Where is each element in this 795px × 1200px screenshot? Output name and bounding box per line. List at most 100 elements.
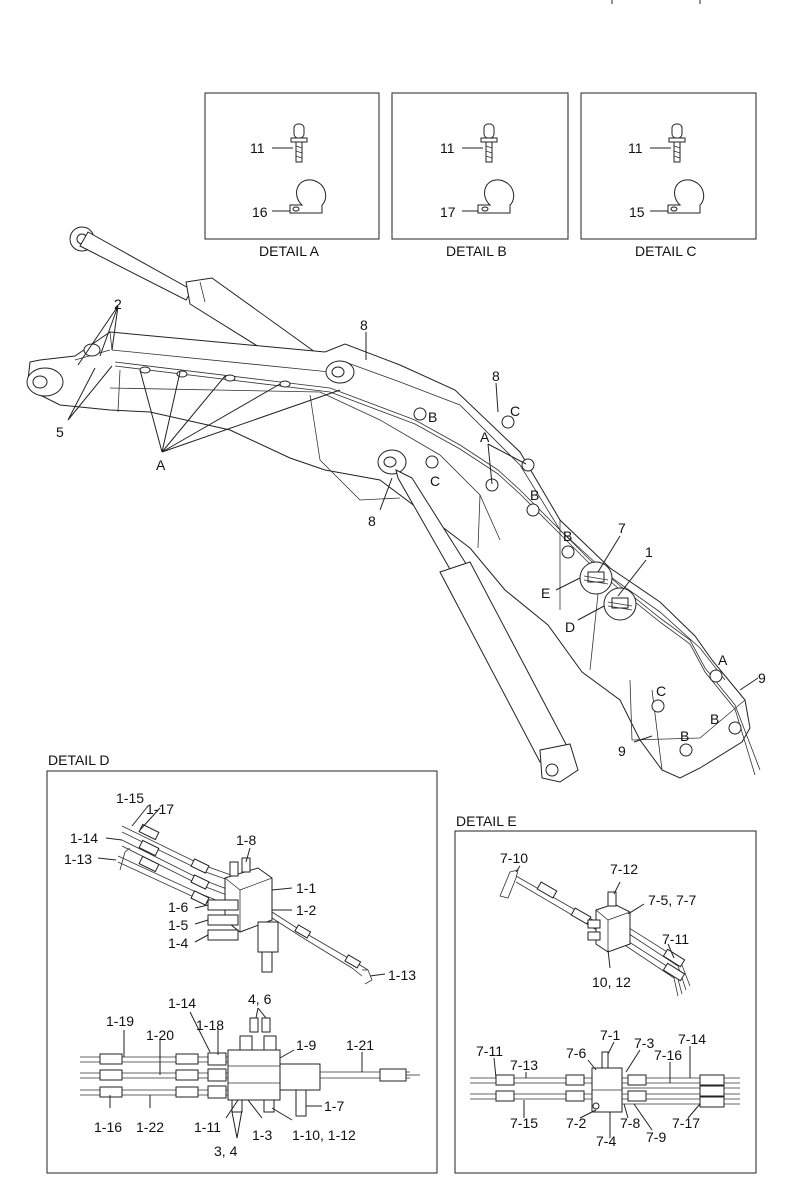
detail-c: 11 15 DETAIL C (580, 92, 757, 259)
detail-e-label-7-10: 7-10 (500, 850, 528, 866)
boom-body (27, 331, 751, 779)
detail-e-label-7-5-7-7: 7-5, 7-7 (648, 892, 696, 908)
detail-d-label-1-19: 1-19 (106, 1013, 134, 1029)
detail-a-bolt-label: 11 (250, 140, 265, 156)
detail-e-label-7-12: 7-12 (610, 861, 638, 877)
detail-d: DETAIL D (46, 752, 438, 1174)
detail-e-label-7-4: 7-4 (596, 1133, 616, 1149)
callout-a-3: A (718, 652, 728, 668)
detail-d-label-1-8: 1-8 (236, 832, 256, 848)
detail-d-label-1-3: 1-3 (252, 1127, 272, 1143)
detail-e-label-10-12: 10, 12 (592, 974, 631, 990)
callout-d: D (565, 619, 575, 635)
detail-c-bolt-label: 11 (628, 140, 643, 156)
detail-d-label-1-18: 1-18 (196, 1017, 224, 1033)
detail-d-label-1-21: 1-21 (346, 1037, 374, 1053)
detail-c-frame (580, 92, 757, 240)
detail-d-label-1-22: 1-22 (136, 1119, 164, 1135)
callout-c-3: C (656, 683, 666, 699)
hose-clips (139, 366, 742, 757)
detail-e-label-7-11-b: 7-11 (476, 1043, 503, 1059)
detail-b-bolt-label: 11 (440, 140, 455, 156)
detail-d-label-1-14: 1-14 (70, 830, 98, 846)
detail-d-caption: DETAIL D (48, 752, 109, 768)
detail-e-label-7-2: 7-2 (566, 1115, 586, 1131)
clamp-icon (667, 179, 705, 214)
detail-d-label-1-6: 1-6 (168, 899, 188, 915)
callout-8-top: 8 (360, 317, 368, 333)
detail-e-lower-view (470, 1041, 740, 1138)
detail-d-label-1-13: 1-13 (64, 851, 92, 867)
callout-b-5: B (680, 728, 689, 744)
detail-d-label-1-20: 1-20 (146, 1027, 174, 1043)
detail-a-caption: DETAIL A (259, 243, 320, 259)
valve-d-icon (603, 587, 637, 621)
detail-e-label-7-9: 7-9 (646, 1129, 666, 1145)
callout-2: 2 (114, 296, 122, 312)
detail-e: DETAIL E 7-10 7-12 (454, 813, 757, 1174)
detail-e-frame (454, 830, 757, 1174)
callout-b-4: B (710, 711, 719, 727)
callout-b-3: B (563, 528, 572, 544)
detail-d-label-1-1: 1-1 (296, 880, 316, 896)
detail-d-label-1-2: 1-2 (296, 902, 316, 918)
detail-e-label-7-11: 7-11 (662, 931, 689, 947)
detail-d-label-1-5: 1-5 (168, 917, 188, 933)
clamp-icon (289, 179, 327, 214)
detail-e-label-7-16: 7-16 (654, 1047, 682, 1063)
detail-e-label-7-17: 7-17 (672, 1115, 700, 1131)
detail-e-label-7-1: 7-1 (600, 1027, 620, 1043)
detail-e-label-7-14: 7-14 (678, 1031, 706, 1047)
detail-e-label-7-15: 7-15 (510, 1115, 538, 1131)
callout-9-right: 9 (758, 670, 766, 686)
callout-8-lower: 8 (368, 513, 376, 529)
detail-e-label-7-8: 7-8 (620, 1115, 640, 1131)
callout-b-2: B (530, 487, 539, 503)
boom-cylinder (377, 449, 579, 783)
detail-d-label-1-17: 1-17 (146, 801, 174, 817)
detail-e-caption: DETAIL E (456, 813, 517, 829)
detail-d-upper-view (97, 805, 386, 985)
detail-b-clamp-label: 17 (440, 204, 456, 220)
detail-b: 11 17 DETAIL B (391, 92, 569, 259)
valve-e-icon (579, 561, 613, 595)
detail-a-frame (204, 92, 380, 240)
callout-b-1: B (428, 409, 437, 425)
detail-d-label-3-4: 3, 4 (214, 1143, 238, 1159)
detail-e-label-7-13: 7-13 (510, 1057, 538, 1073)
boom-assembly: 2 5 A 8 8 8 B C A C B B 7 1 E D A 9 C B … (26, 226, 766, 783)
detail-a-clamp-label: 16 (252, 204, 268, 220)
hose-line (114, 361, 761, 771)
detail-d-lower-view (80, 1007, 420, 1139)
detail-b-frame (391, 92, 569, 240)
bolt-icon (290, 123, 308, 163)
detail-c-caption: DETAIL C (635, 243, 696, 259)
callout-c-2: C (430, 473, 440, 489)
callout-8-right: 8 (492, 368, 500, 384)
detail-d-label-1-16: 1-16 (94, 1119, 122, 1135)
detail-d-label-1-7: 1-7 (324, 1098, 344, 1114)
detail-e-label-7-6: 7-6 (566, 1045, 586, 1061)
detail-d-label-1-10-1-12: 1-10, 1-12 (292, 1127, 356, 1143)
clamp-icon (477, 179, 515, 214)
callout-a-2: A (480, 429, 490, 445)
bolt-icon (480, 123, 498, 163)
detail-c-clamp-label: 15 (629, 204, 645, 220)
callout-7: 7 (618, 520, 626, 536)
bolt-icon (668, 123, 686, 163)
callout-a-1: A (156, 457, 166, 473)
detail-d-frame (46, 770, 438, 1174)
callout-1: 1 (645, 544, 653, 560)
callout-9-lower: 9 (618, 743, 626, 759)
detail-d-label-1-13-b: 1-13 (388, 967, 416, 983)
detail-a: 11 16 DETAIL A (204, 92, 380, 259)
detail-e-label-7-3: 7-3 (634, 1035, 654, 1051)
detail-b-caption: DETAIL B (446, 243, 507, 259)
header-fragment (611, 0, 701, 4)
detail-d-label-4-6: 4, 6 (248, 991, 272, 1007)
detail-d-label-1-9: 1-9 (296, 1037, 316, 1053)
detail-d-label-1-15: 1-15 (116, 790, 144, 806)
callout-c-1: C (510, 403, 520, 419)
detail-d-label-1-11: 1-11 (194, 1119, 221, 1135)
